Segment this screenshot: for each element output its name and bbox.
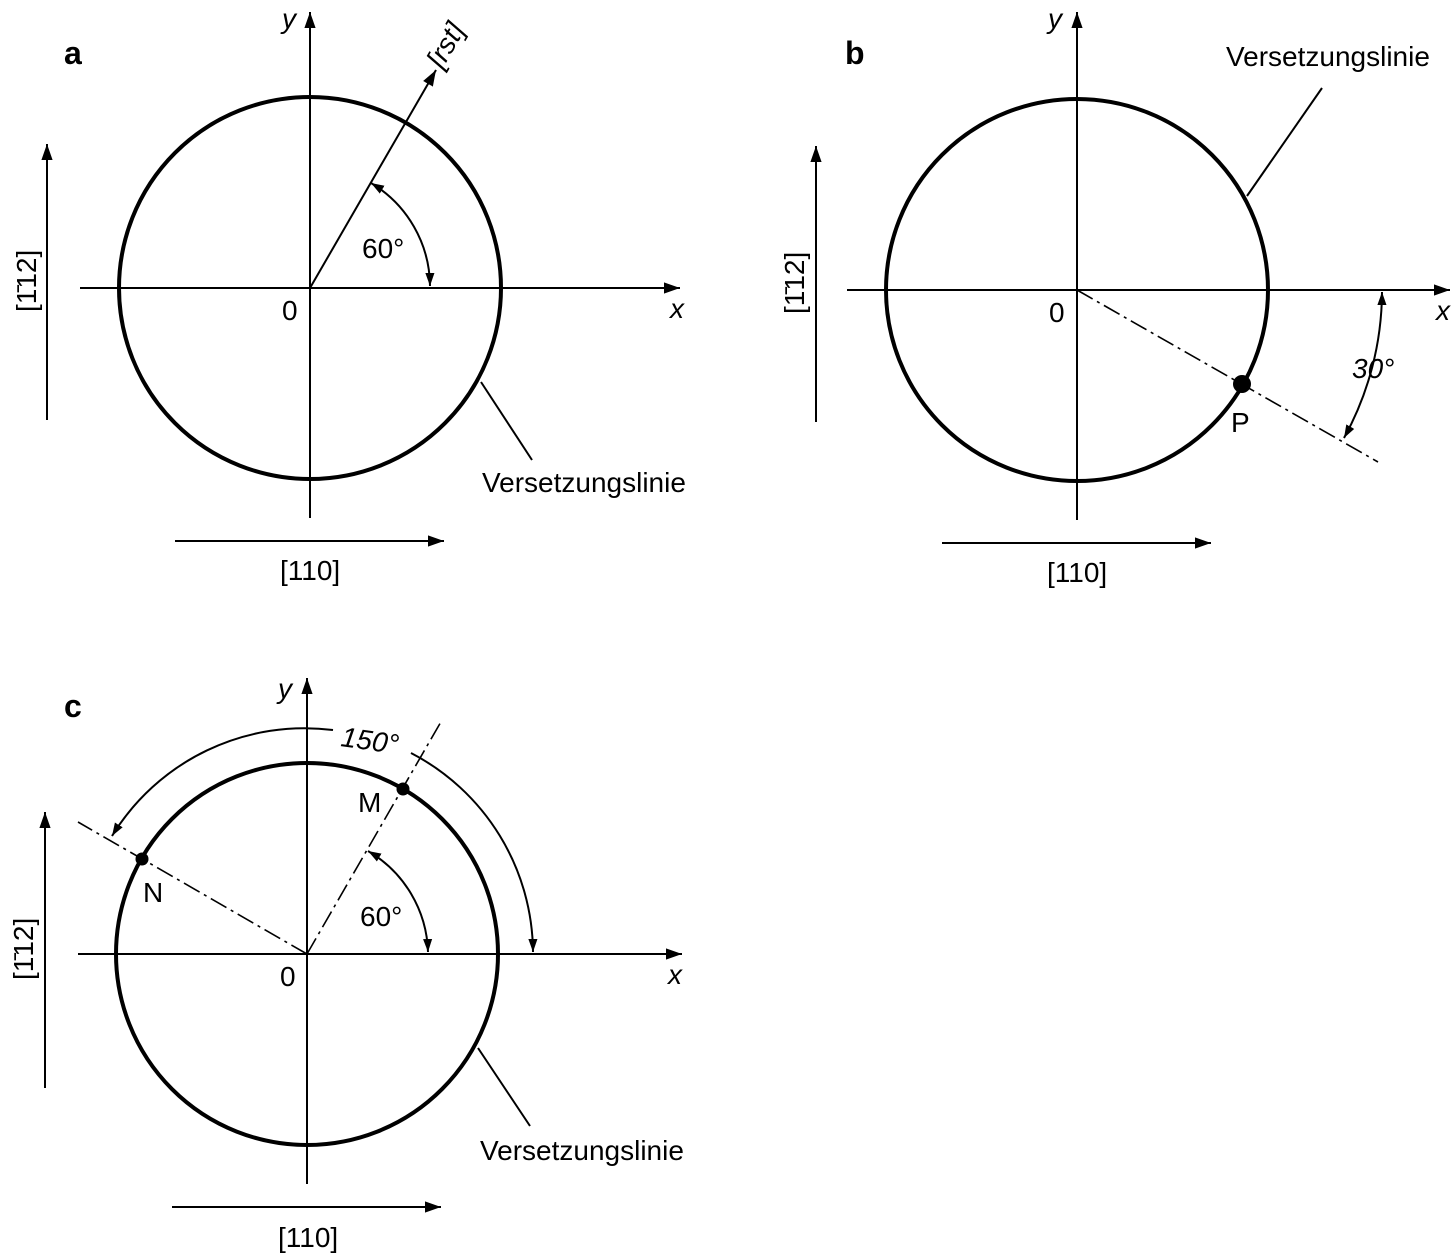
- angle-arc: [370, 182, 435, 287]
- rst-vector-label: [rst]: [420, 16, 471, 74]
- panel-b: b x y 0 P 30° Versetzungslinie [1̄12] [1…: [779, 3, 1451, 588]
- horizontal-direction-label: [110]: [1047, 557, 1107, 588]
- big-angle-label: 150°: [339, 721, 401, 760]
- point-p-label: P: [1231, 407, 1250, 438]
- panel-a: a x y 0 [rst] 60° Versetzungslinie [1̄12…: [11, 3, 686, 586]
- vertical-direction-label: [1̄12]: [11, 250, 42, 312]
- horizontal-direction-label: [110]: [278, 1222, 338, 1253]
- dislocation-line-label: Versetzungslinie: [1226, 41, 1430, 72]
- vertical-direction-label: [1̄12]: [779, 252, 810, 314]
- dash-dot-line: [1076, 289, 1379, 463]
- angle-arc: [367, 850, 433, 953]
- y-axis-label: y: [1046, 3, 1064, 34]
- point-m-label: M: [358, 787, 381, 818]
- x-axis-label: x: [1434, 295, 1451, 326]
- horizontal-direction-label: [110]: [280, 555, 340, 586]
- angle-label: 60°: [362, 233, 404, 264]
- dislocation-line-label: Versetzungslinie: [482, 467, 686, 498]
- dash-dot-line-n: [77, 821, 308, 955]
- panel-letter: b: [845, 35, 865, 71]
- angle-label: 30°: [1352, 353, 1394, 384]
- y-axis-label: y: [280, 3, 298, 34]
- big-angle-arc-right: [410, 752, 538, 953]
- panel-letter: c: [64, 688, 82, 724]
- leader-line: [477, 1047, 531, 1127]
- point-n-label: N: [143, 877, 163, 908]
- dislocation-loop: [117, 95, 503, 481]
- dislocation-loop: [114, 761, 500, 1147]
- big-angle-arc-left: [111, 727, 334, 837]
- dislocation-loop: [884, 97, 1270, 483]
- angle-arc: [1343, 291, 1387, 439]
- origin-label: 0: [280, 961, 296, 992]
- y-axis-label: y: [276, 673, 294, 704]
- vertical-direction-label: [1̄12]: [8, 918, 39, 980]
- angle-label: 60°: [360, 901, 402, 932]
- point-p: [1233, 375, 1251, 393]
- panel-c: c x y 0 M N 60° 150° Versetzungslinie [1…: [8, 673, 684, 1253]
- x-axis-label: x: [668, 293, 685, 324]
- point-m: [396, 782, 410, 796]
- x-axis-label: x: [666, 959, 683, 990]
- rst-vector: [309, 69, 437, 289]
- origin-label: 0: [1049, 297, 1065, 328]
- point-n: [135, 852, 149, 866]
- dislocation-line-label: Versetzungslinie: [480, 1135, 684, 1166]
- panel-letter: a: [64, 35, 82, 71]
- leader-line: [1246, 87, 1323, 197]
- leader-line: [480, 381, 533, 461]
- dash-dot-line-m: [306, 719, 443, 955]
- origin-label: 0: [282, 295, 298, 326]
